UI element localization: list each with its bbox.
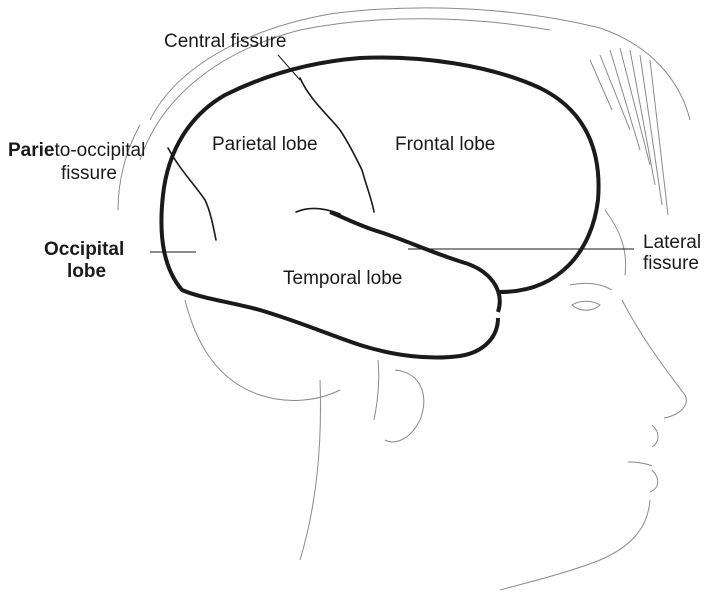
eye	[572, 301, 600, 310]
parieto-occipital-label-rest: to-occipital	[54, 140, 145, 161]
frontal-lobe-label: Frontal lobe	[395, 134, 495, 156]
cerebellum-outline	[185, 300, 340, 400]
hairline-strokes	[590, 48, 668, 215]
chin	[500, 500, 650, 590]
temporal-lobe-label: Temporal lobe	[283, 268, 402, 290]
brow	[570, 283, 612, 290]
parieto-occipital-fissure-line	[168, 148, 216, 240]
mouth	[628, 462, 652, 466]
parieto-occipital-fissure-label-line2: fissure	[61, 163, 117, 185]
forehead	[605, 210, 626, 275]
parietal-lobe-label: Parietal lobe	[212, 134, 318, 156]
nose	[622, 300, 686, 418]
temporal-lobe-outline	[330, 212, 500, 312]
ear	[385, 370, 424, 442]
parieto-occipital-fissure-label: Parieto-occipital	[8, 140, 145, 162]
brain-outline	[161, 57, 598, 357]
lateral-fissure-label-line1: Lateral	[643, 232, 701, 254]
parieto-occipital-label-bold: Parie	[8, 140, 54, 161]
lateral-fissure-label-line2: fissure	[643, 253, 699, 275]
central-fissure-label: Central fissure	[164, 31, 287, 53]
lower-lip	[650, 470, 658, 492]
back-of-head	[118, 125, 140, 210]
upper-lip	[652, 425, 658, 447]
neck-line	[300, 380, 320, 560]
occipital-lobe-label-line1: Occipital	[44, 239, 124, 261]
brainstem	[374, 360, 379, 420]
occipital-lobe-label-line2: lobe	[67, 261, 106, 283]
